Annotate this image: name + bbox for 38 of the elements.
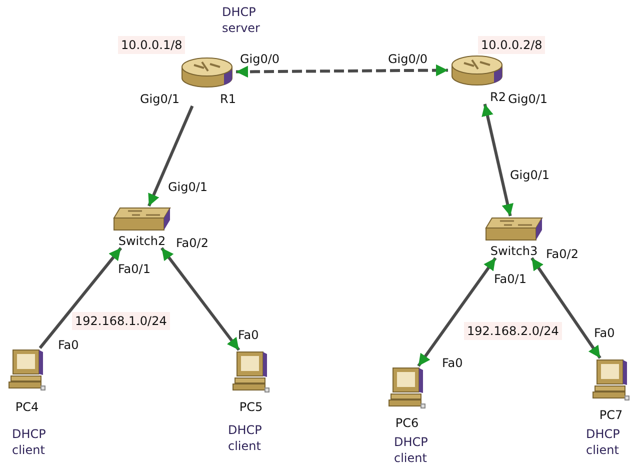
network-cable (148, 105, 194, 207)
port-label: Fa0/2 (546, 247, 578, 261)
device-name: PC6 (394, 416, 420, 430)
port-label: Fa0 (594, 326, 615, 340)
ip-address-label: 192.168.2.0/24 (464, 322, 562, 340)
port-label: Gig0/1 (168, 180, 208, 194)
port-label: Fa0/1 (118, 262, 150, 276)
device-name: PC7 (598, 408, 624, 422)
ip-address-label: 192.168.1.0/24 (72, 312, 170, 330)
port-label: Fa0/1 (494, 272, 526, 286)
port-label: Gig0/1 (510, 168, 550, 182)
network-cable (236, 64, 448, 78)
device-name: Switch2 (117, 234, 167, 248)
device-name: PC5 (238, 400, 264, 414)
network-cable (417, 257, 497, 367)
role-note: DHCP client (586, 426, 621, 458)
port-label: Gig0/0 (388, 52, 428, 66)
port-label: Gig0/1 (140, 92, 180, 106)
network-cable (530, 257, 602, 359)
port-label: Fa0 (442, 356, 463, 370)
device-name: R1 (220, 92, 236, 106)
port-label: Fa0/2 (176, 236, 208, 250)
role-note: DHCP server (222, 4, 261, 36)
ip-address-label: 10.0.0.1/8 (118, 36, 186, 54)
port-label: Fa0 (238, 328, 259, 342)
device-name: Switch3 (489, 244, 539, 258)
device-name: PC4 (14, 400, 40, 414)
role-note: DHCP client (394, 434, 429, 466)
role-note: DHCP client (12, 426, 47, 458)
port-label: Gig0/1 (508, 92, 548, 106)
role-note: DHCP client (228, 422, 263, 454)
network-cable (482, 104, 514, 216)
network-cable (160, 247, 240, 351)
port-label: Fa0 (58, 338, 79, 352)
device-name: R2 (490, 90, 506, 104)
network-cable (38, 247, 122, 349)
port-label: Gig0/0 (240, 52, 280, 66)
ip-address-label: 10.0.0.2/8 (478, 36, 546, 54)
